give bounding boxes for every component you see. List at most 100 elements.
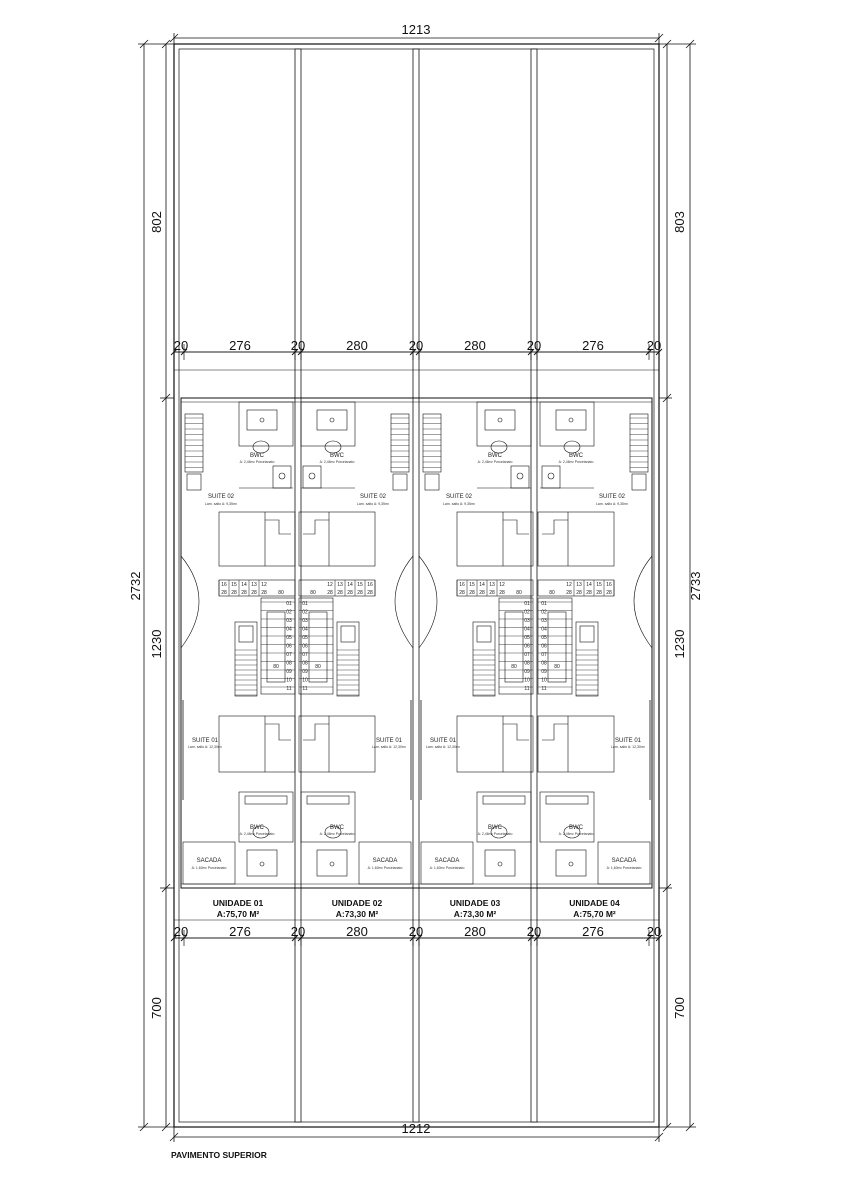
sink-counter <box>272 465 292 489</box>
tread-depth: 28 <box>241 590 247 596</box>
step-number: 12 <box>261 582 267 588</box>
shower-area <box>484 849 516 877</box>
step-number: 16 <box>367 582 373 588</box>
chain-bottom-tick-slash <box>180 934 188 942</box>
step-number: 12 <box>499 582 505 588</box>
sink-counter <box>541 465 561 489</box>
drawing-title: PAVIMENTO SUPERIOR <box>171 1150 267 1160</box>
bed-suite2 <box>298 511 376 567</box>
sacada-meta: A: 1,60m² Porcelanato <box>368 866 403 870</box>
drawer-unit <box>424 473 440 491</box>
bed-suite1 <box>298 715 376 773</box>
chain-top-tick-slash <box>291 348 299 356</box>
step-number: 04 <box>286 627 292 633</box>
closet-drawer <box>476 625 492 643</box>
toilet-icon <box>563 825 581 839</box>
tread-depth: 28 <box>337 590 343 596</box>
sacada-area <box>597 841 651 885</box>
tread-depth: 28 <box>327 590 333 596</box>
step-number: 14 <box>241 582 247 588</box>
toilet-icon <box>490 825 508 839</box>
bwc-top-meta: A: 2,46m² Porcelanato <box>320 460 355 464</box>
step-number: 11 <box>524 686 529 692</box>
sink-icon <box>547 472 555 480</box>
toilet-icon <box>252 440 270 454</box>
landing-depth: 80 <box>273 664 279 670</box>
step-number: 03 <box>286 618 292 624</box>
step-number: 02 <box>286 610 292 616</box>
chain-top-wall-width: 20 <box>647 338 661 353</box>
dim-left-top: 802 <box>149 211 164 233</box>
shower-drain <box>497 417 503 423</box>
sacada-meta: A: 1,60m² Porcelanato <box>430 866 465 870</box>
unit-name: UNIDADE 03 <box>450 898 501 908</box>
tread-depth: 28 <box>459 590 465 596</box>
bed-suite2 <box>537 511 615 567</box>
chain-bottom-wall-width: 20 <box>527 924 541 939</box>
landing-depth: 80 <box>310 590 316 596</box>
chain-bottom-wall-width: 20 <box>291 924 305 939</box>
step-number: 12 <box>566 582 572 588</box>
step-number: 13 <box>251 582 257 588</box>
closet-drawer <box>579 625 595 643</box>
unit-area: A:75,70 M² <box>573 909 616 919</box>
bed-suite2 <box>456 511 534 567</box>
tread-depth: 28 <box>499 590 505 596</box>
chain-top-tick-slash <box>180 348 188 356</box>
step-number: 03 <box>524 618 530 624</box>
unit-name: UNIDADE 04 <box>569 898 620 908</box>
stair-stringer <box>547 611 567 683</box>
step-number: 09 <box>524 669 530 675</box>
chain-bottom-lot3-width: 280 <box>464 924 486 939</box>
step-number: 15 <box>357 582 363 588</box>
step-number: 03 <box>541 618 547 624</box>
bwc-bottom-meta: A: 2,46m² Porcelanato <box>478 832 513 836</box>
step-number: 10 <box>541 678 547 684</box>
sacada-meta: A: 1,60m² Porcelanato <box>192 866 227 870</box>
unit-area: A:73,30 M² <box>454 909 497 919</box>
shower-drain <box>329 861 335 867</box>
suite2-label: SUITE 02 <box>599 494 626 500</box>
chain-bottom-lot4-width: 276 <box>582 924 604 939</box>
sacada-area <box>358 841 412 885</box>
sink-counter <box>510 465 530 489</box>
step-number: 09 <box>302 669 308 675</box>
vanity <box>244 795 288 805</box>
dim-left-mid: 1230 <box>149 630 164 659</box>
suite2-label: SUITE 02 <box>208 494 235 500</box>
bwc-bottom-meta: A: 2,46m² Porcelanato <box>240 832 275 836</box>
step-number: 05 <box>524 635 530 641</box>
chain-bottom-wall-width: 20 <box>647 924 661 939</box>
sacada-label: SACADA <box>612 858 637 864</box>
stair-lower-run <box>537 597 573 695</box>
bed-suite1 <box>537 715 615 773</box>
step-number: 08 <box>524 661 530 667</box>
unit-name: UNIDADE 02 <box>332 898 383 908</box>
bed-pillow <box>265 519 291 535</box>
chain-bottom-tick-slash <box>291 934 299 942</box>
bwc-top-label: BWC <box>569 453 584 459</box>
sacada-area <box>420 841 474 885</box>
step-number: 14 <box>586 582 592 588</box>
chain-bottom-tick-slash <box>415 934 423 942</box>
vanity <box>545 795 589 805</box>
step-number: 06 <box>541 644 547 650</box>
chain-bottom-wall-width: 20 <box>174 924 188 939</box>
chain-top-tick-slash <box>533 348 541 356</box>
sink-counter <box>302 465 322 489</box>
bed-pillow <box>503 519 529 535</box>
wardrobe-top <box>629 413 649 473</box>
tread-depth: 28 <box>479 590 485 596</box>
bwc-top-room <box>476 401 532 447</box>
wardrobe-top <box>184 413 204 473</box>
step-number: 08 <box>286 661 292 667</box>
tread-depth: 28 <box>357 590 363 596</box>
chain-top-tick-slash <box>645 348 653 356</box>
tread-depth: 28 <box>586 590 592 596</box>
bwc-bottom-meta: A: 2,46m² Porcelanato <box>559 832 594 836</box>
chain-bottom-tick-slash <box>645 934 653 942</box>
drawer-unit <box>392 473 408 491</box>
step-number: 03 <box>302 618 308 624</box>
